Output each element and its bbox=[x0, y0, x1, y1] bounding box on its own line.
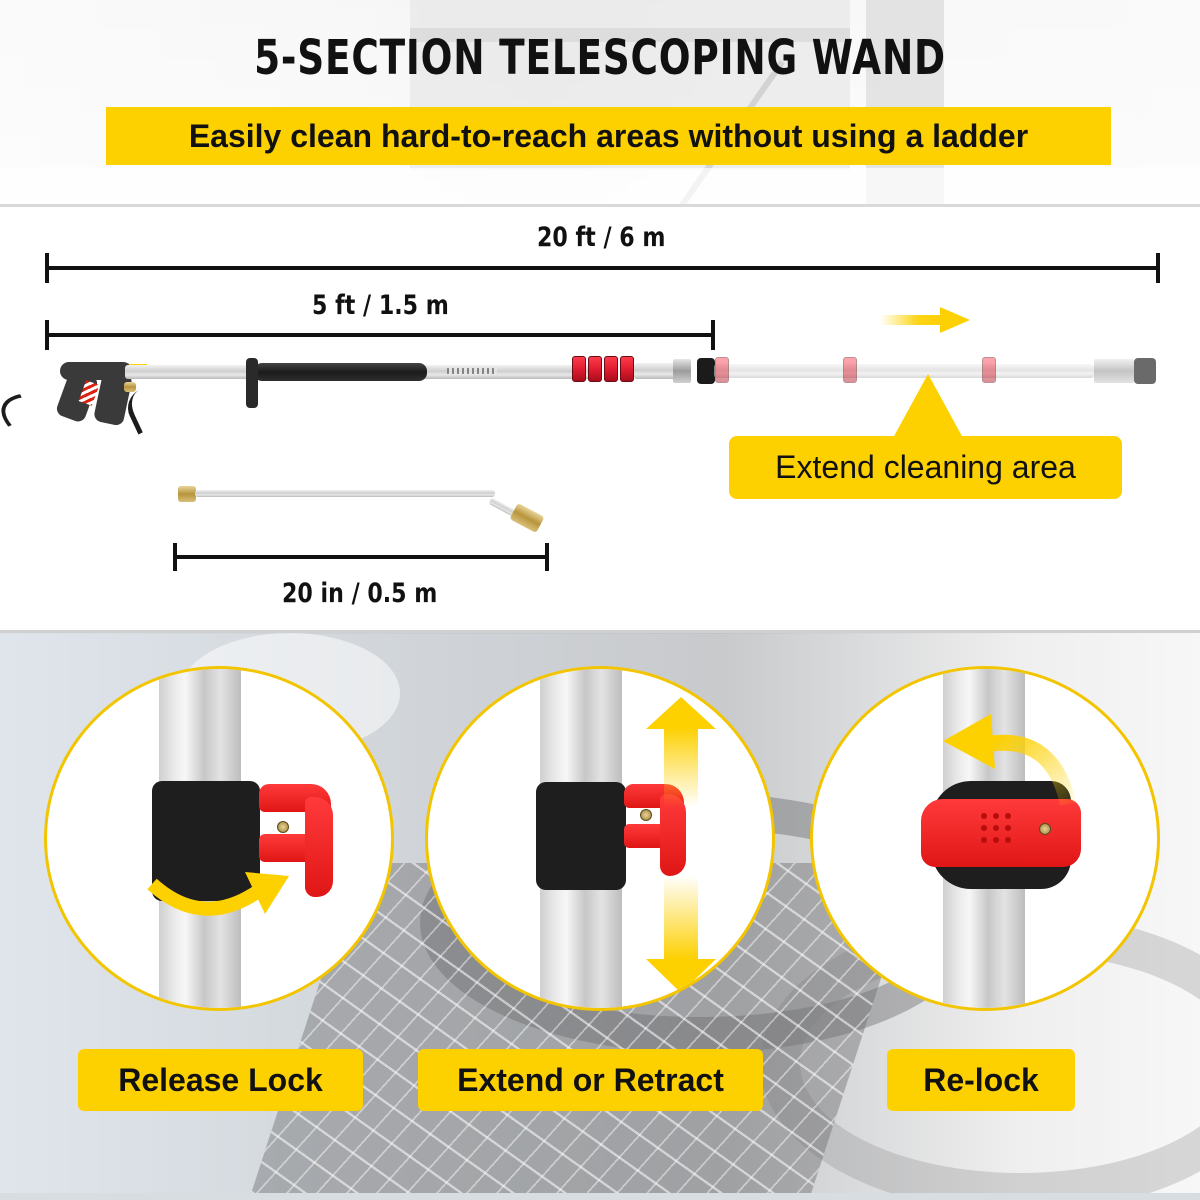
lock-collar bbox=[536, 782, 626, 890]
lock-clamp-1 bbox=[572, 356, 586, 382]
retracted-length-tick-left bbox=[45, 320, 49, 350]
section-divider-bottom bbox=[0, 630, 1200, 634]
extended-tube-ghost bbox=[714, 364, 1094, 378]
extended-length-line bbox=[45, 266, 1160, 270]
step-1-label: Release Lock bbox=[78, 1049, 363, 1111]
page-title: 5-SECTION TELESCOPING WAND bbox=[254, 30, 946, 86]
subtitle-banner: Easily clean hard-to-reach areas without… bbox=[106, 107, 1111, 165]
step-2-illustration bbox=[425, 666, 775, 1011]
end-fitting bbox=[1094, 359, 1134, 383]
extension-wand-quick-connect bbox=[509, 503, 545, 533]
extension-wand-tube bbox=[195, 490, 495, 497]
coupler-fitting bbox=[673, 359, 691, 383]
lock-clamp-2 bbox=[588, 356, 602, 382]
lock-lever-closed bbox=[921, 799, 1081, 867]
step-2-label: Extend or Retract bbox=[418, 1049, 763, 1111]
step-3-text: Re-lock bbox=[923, 1061, 1039, 1098]
extension-length-line bbox=[175, 555, 547, 559]
extension-wand-inlet bbox=[178, 486, 196, 502]
background-wall-stripe bbox=[410, 28, 850, 42]
lever-screw bbox=[1039, 823, 1051, 835]
extend-cleaning-area-callout: Extend cleaning area bbox=[729, 436, 1122, 499]
extended-length-label: 20 ft / 6 m bbox=[537, 222, 666, 253]
extension-length-tick-left bbox=[173, 543, 177, 571]
step-2-text: Extend or Retract bbox=[457, 1061, 724, 1098]
lock-lever-curve bbox=[305, 797, 333, 897]
shoulder-clip bbox=[246, 358, 258, 408]
retracted-length-label: 5 ft / 1.5 m bbox=[312, 290, 449, 321]
background-ground bbox=[0, 168, 1200, 205]
warning-sticker bbox=[447, 368, 497, 374]
curved-arrow-clockwise-icon bbox=[147, 872, 289, 916]
callout-pointer bbox=[893, 374, 963, 438]
brass-swivel bbox=[124, 382, 136, 392]
extension-length-label: 20 in / 0.5 m bbox=[282, 578, 438, 609]
end-nut bbox=[1134, 358, 1156, 384]
arrow-right-icon bbox=[880, 307, 970, 333]
hero-header: 5-SECTION TELESCOPING WAND Easily clean … bbox=[0, 0, 1200, 205]
step-1-illustration bbox=[44, 666, 394, 1011]
extended-length-tick-left bbox=[45, 253, 49, 283]
subtitle-text: Easily clean hard-to-reach areas without… bbox=[188, 117, 1029, 154]
section-divider bbox=[0, 204, 1200, 207]
extension-length-tick-right bbox=[545, 543, 549, 571]
step-3-label: Re-lock bbox=[887, 1049, 1075, 1111]
step-1-text: Release Lock bbox=[118, 1061, 323, 1098]
retracted-length-tick-right bbox=[711, 320, 715, 350]
lock-clamp-3 bbox=[604, 356, 618, 382]
lock-clamp-4 bbox=[620, 356, 634, 382]
lock-collar bbox=[152, 781, 260, 901]
lock-lever-curve bbox=[660, 794, 686, 876]
bottom-border bbox=[0, 1193, 1200, 1200]
lever-screw bbox=[640, 809, 652, 821]
extended-clamp-1 bbox=[715, 357, 729, 383]
extended-clamp-2 bbox=[843, 357, 857, 383]
retracted-length-line bbox=[45, 333, 715, 337]
extended-clamp-3 bbox=[982, 357, 996, 383]
curved-arrow-counterclockwise-icon bbox=[943, 714, 1076, 806]
extended-length-tick-right bbox=[1156, 253, 1160, 283]
double-arrow-vertical-icon bbox=[646, 697, 716, 993]
wand-tube-section-2 bbox=[634, 363, 679, 379]
foam-grip bbox=[254, 363, 427, 381]
step-3-illustration bbox=[810, 666, 1160, 1011]
lever-grip-dots bbox=[981, 813, 1011, 843]
coupler-nut bbox=[697, 358, 715, 384]
lever-screw bbox=[277, 821, 289, 833]
callout-text: Extend cleaning area bbox=[775, 449, 1076, 485]
